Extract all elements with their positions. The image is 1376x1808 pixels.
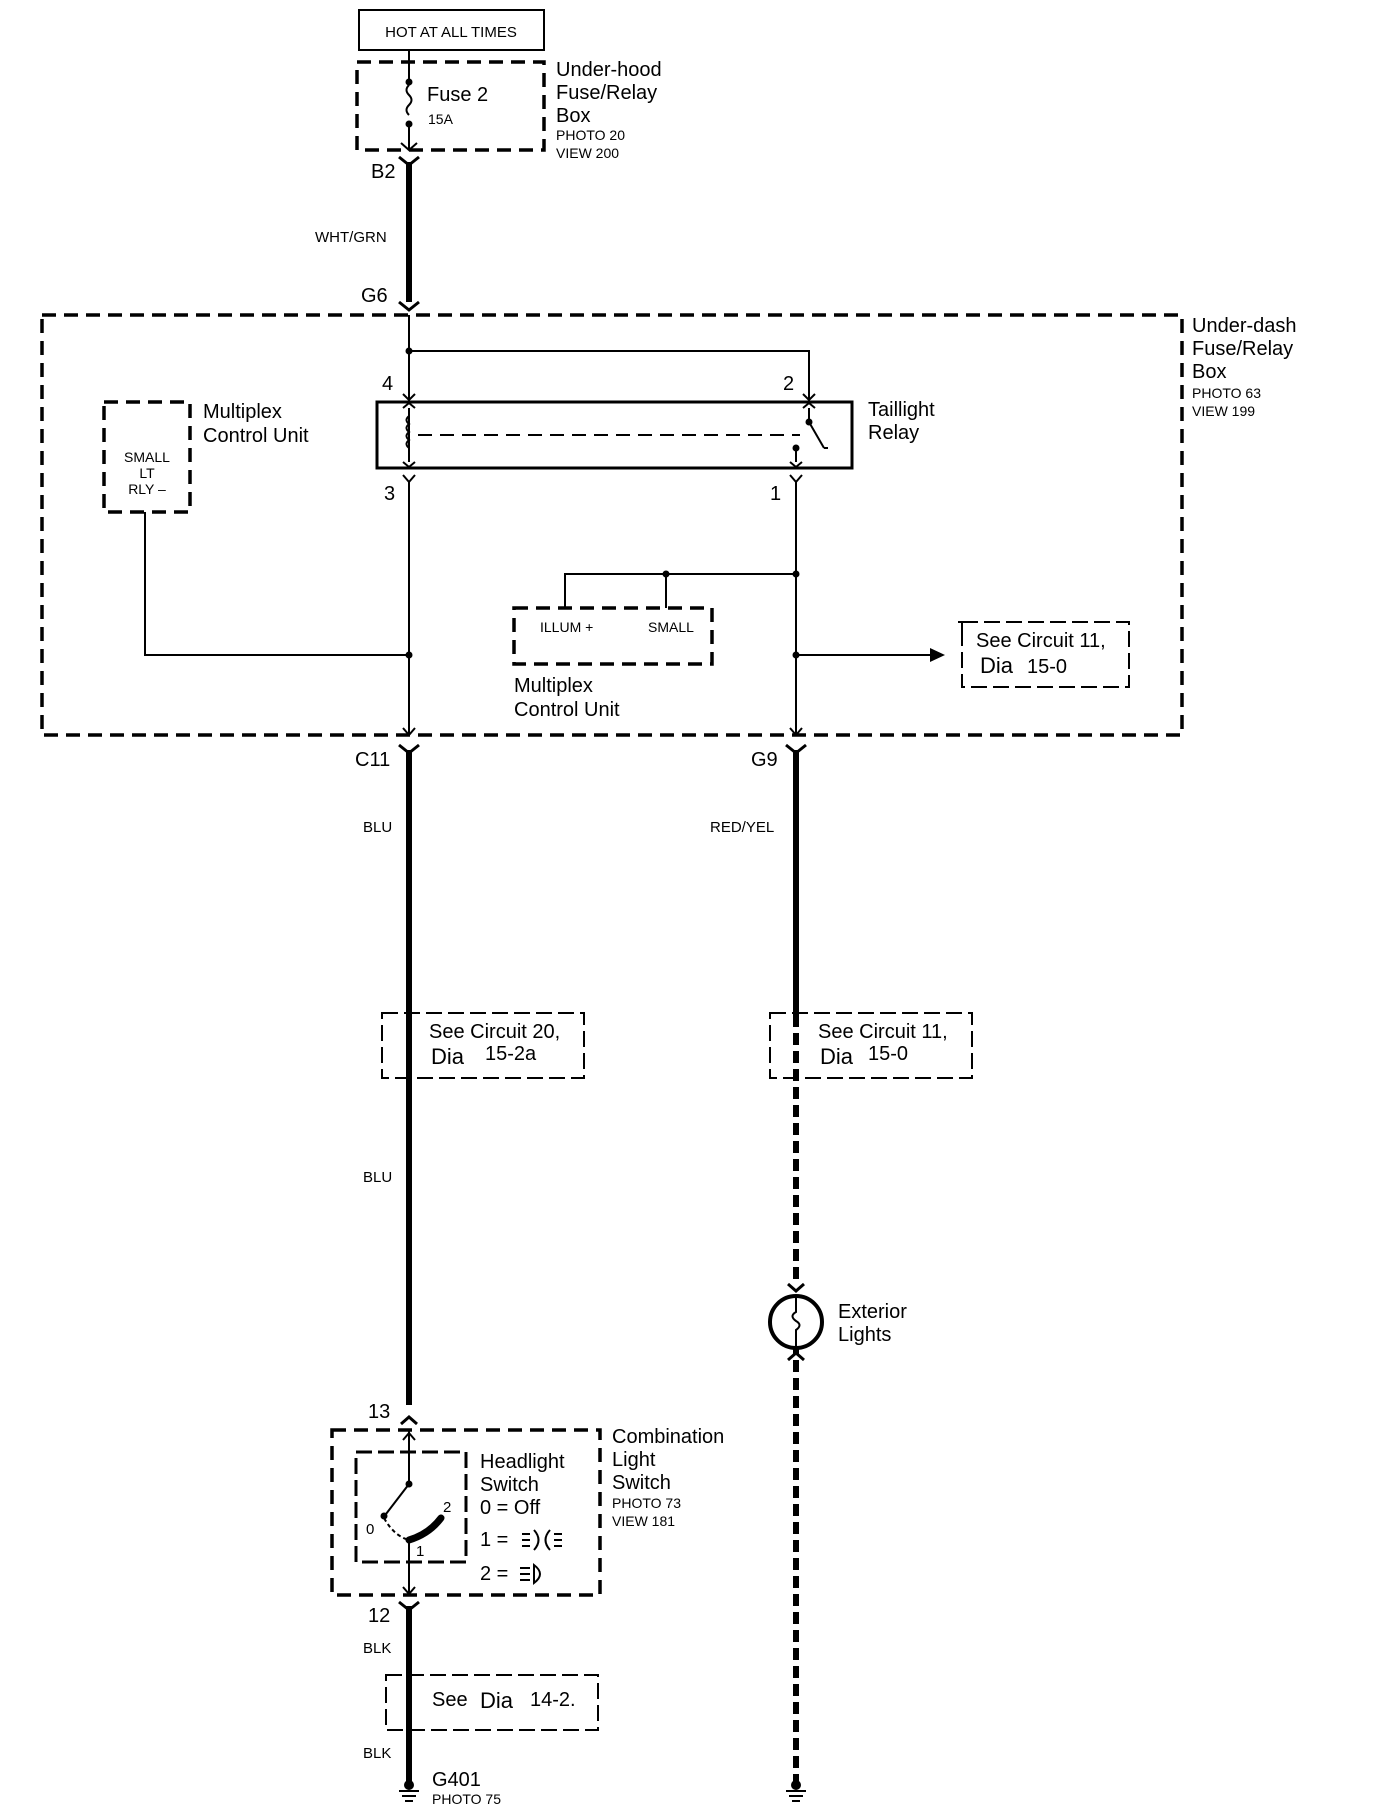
connector-b2: B2: [371, 161, 395, 183]
svg-text:Box: Box: [1192, 361, 1226, 383]
svg-text:Dia: Dia: [480, 1688, 514, 1713]
svg-text:VIEW 199: VIEW 199: [1192, 403, 1255, 419]
ground-photo: PHOTO 75: [432, 1791, 501, 1807]
svg-text:VIEW 181: VIEW 181: [612, 1513, 675, 1529]
svg-text:15-0: 15-0: [1027, 656, 1067, 678]
relay-output-pins: 3 1: [384, 474, 803, 505]
svg-text:Box: Box: [556, 105, 590, 127]
wire-wht-grn: B2 WHT/GRN G6: [315, 155, 420, 312]
multiplex-control-unit-left: SMALL LT RLY – Multiplex Control Unit: [102, 400, 409, 656]
svg-text:Multiplex: Multiplex: [203, 401, 282, 423]
hot-at-all-times-label: HOT AT ALL TIMES: [385, 24, 517, 41]
ground-name: G401: [432, 1769, 481, 1791]
svg-text:Combination: Combination: [612, 1426, 724, 1448]
connector-c11: C11: [355, 749, 390, 771]
wire-label-blu-1: BLU: [363, 819, 392, 836]
fuse-name: Fuse 2: [427, 84, 488, 106]
svg-text:ILLUM +: ILLUM +: [540, 619, 593, 635]
svg-text:Control Unit: Control Unit: [203, 425, 309, 447]
arrow-right-icon: [930, 648, 945, 662]
headlight-switch: 0 1 2 Headlight Switch 0 = Off 1 = 2 =: [354, 1430, 565, 1596]
ground-exterior-icon: [786, 1780, 806, 1802]
svg-text:PHOTO 73: PHOTO 73: [612, 1495, 681, 1511]
multiplex-control-unit-center: ILLUM + SMALL Multiplex Control Unit: [512, 606, 714, 721]
ref-circuit-11-top: See Circuit 11, Dia 15-0: [958, 621, 1130, 688]
pin-1: 1: [770, 483, 781, 505]
hot-at-all-times-box: HOT AT ALL TIMES: [358, 9, 545, 51]
headlight-icon: [520, 1562, 541, 1586]
pin-4: 4: [382, 373, 393, 395]
svg-text:1 =: 1 =: [480, 1529, 508, 1551]
svg-text:VIEW 200: VIEW 200: [556, 145, 619, 161]
pin-0: 0: [366, 1521, 374, 1538]
connectors-bottom-of-box: C11 G9: [355, 743, 807, 771]
pin-1-position: 1: [416, 1543, 424, 1560]
pin-2-position: 2: [443, 1499, 451, 1516]
svg-text:SMALL: SMALL: [648, 619, 694, 635]
svg-text:PHOTO 20: PHOTO 20: [556, 127, 625, 143]
svg-text:PHOTO 63: PHOTO 63: [1192, 385, 1261, 401]
svg-text:Exterior: Exterior: [838, 1301, 907, 1323]
underdash-box: Under-dash Fuse/Relay Box PHOTO 63 VIEW …: [40, 313, 1297, 737]
svg-text:15-0: 15-0: [868, 1043, 908, 1065]
fuse-rating: 15A: [428, 111, 454, 127]
parking-light-icon: [522, 1529, 562, 1551]
svg-text:RLY –: RLY –: [128, 481, 166, 497]
wire-label-wht-grn: WHT/GRN: [315, 229, 387, 246]
ref-circuit-20: See Circuit 20, Dia 15-2a: [381, 1012, 585, 1079]
svg-text:Relay: Relay: [868, 422, 919, 444]
ground-g401-icon: G401 PHOTO 75: [399, 1769, 501, 1807]
pin-3: 3: [384, 483, 395, 505]
relay-feed-wiring: 4 2: [382, 315, 816, 402]
svg-text:See: See: [432, 1689, 468, 1711]
svg-text:Taillight: Taillight: [868, 399, 935, 421]
ref-dia-14-2: See Dia 14-2.: [385, 1674, 599, 1731]
svg-text:Switch: Switch: [612, 1472, 671, 1494]
combination-light-switch: 13 Combination Light Switch PHOTO 73 VIE…: [330, 1401, 724, 1597]
internal-wire-pin1: [564, 482, 945, 737]
wire-label-blk-2: BLK: [363, 1745, 391, 1762]
svg-text:LT: LT: [139, 465, 155, 481]
svg-text:2 =: 2 =: [480, 1563, 508, 1585]
wire-red-yel: RED/YEL: [710, 750, 799, 1280]
svg-text:Dia: Dia: [980, 653, 1014, 678]
wire-blk: 12 BLK BLK: [363, 1600, 420, 1786]
svg-text:Headlight: Headlight: [480, 1451, 565, 1473]
svg-text:Dia: Dia: [820, 1044, 854, 1069]
svg-text:Multiplex: Multiplex: [514, 675, 593, 697]
svg-text:Lights: Lights: [838, 1324, 891, 1346]
exterior-lights-bulb-icon: Exterior Lights: [768, 1282, 907, 1362]
underhood-box-label: Under-hood Fuse/Relay Box PHOTO 20 VIEW …: [556, 59, 662, 161]
svg-text:0 = Off: 0 = Off: [480, 1497, 541, 1519]
svg-text:SMALL: SMALL: [124, 449, 170, 465]
svg-text:See Circuit 11,: See Circuit 11,: [818, 1021, 948, 1043]
svg-text:See Circuit 11,: See Circuit 11,: [976, 630, 1106, 652]
pin-13: 13: [368, 1401, 390, 1423]
svg-text:Under-dash: Under-dash: [1192, 315, 1297, 337]
svg-text:Light: Light: [612, 1449, 656, 1471]
fuse-2: Fuse 2 15A: [355, 50, 546, 152]
wire-label-blu-2: BLU: [363, 1169, 392, 1186]
svg-text:See Circuit 20,: See Circuit 20,: [429, 1021, 560, 1043]
connector-g9: G9: [751, 749, 778, 771]
svg-text:14-2.: 14-2.: [530, 1689, 576, 1711]
taillight-relay: Taillight Relay: [375, 399, 935, 470]
svg-text:Under-hood: Under-hood: [556, 59, 662, 81]
svg-text:15-2a: 15-2a: [485, 1043, 537, 1065]
wire-label-blk-1: BLK: [363, 1640, 391, 1657]
pin-12: 12: [368, 1605, 390, 1627]
pin-2: 2: [783, 373, 794, 395]
internal-wire-pin3: [402, 482, 416, 737]
svg-text:Dia: Dia: [431, 1044, 465, 1069]
wire-label-red-yel: RED/YEL: [710, 819, 774, 836]
connector-g6: G6: [361, 285, 388, 307]
ref-circuit-11-mid: See Circuit 11, Dia 15-0: [769, 1012, 973, 1079]
svg-text:Switch: Switch: [480, 1474, 539, 1496]
svg-text:Fuse/Relay: Fuse/Relay: [1192, 338, 1293, 360]
svg-text:Fuse/Relay: Fuse/Relay: [556, 82, 657, 104]
svg-text:Control Unit: Control Unit: [514, 699, 620, 721]
